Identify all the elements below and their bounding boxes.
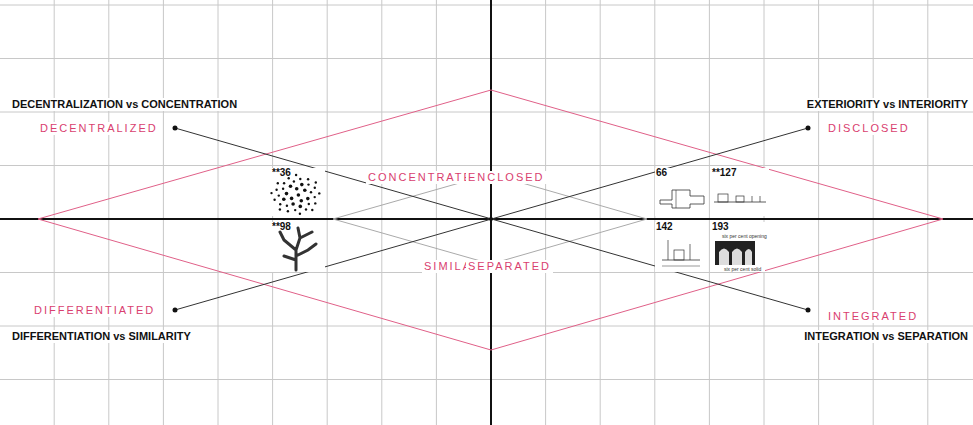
pattern-number: **98 [272,222,291,232]
pattern-number: **127 [712,168,736,178]
pattern-number: 66 [656,168,667,178]
thumbnail-142 [655,222,707,272]
outer-diamond [38,90,943,350]
pole-label: ENCLOSED [466,171,547,184]
pole-label: DISCLOSED [826,122,912,135]
pole-label: DIFFERENTIATED [32,304,157,317]
end-dot [173,126,178,131]
thumbnail-127 [711,168,769,216]
pole-label: SEPARATED [466,260,553,273]
scale-line [175,128,808,310]
end-dot [806,308,811,313]
axis-title: INTEGRATION vs SEPARATION [802,330,970,343]
end-dot [806,126,811,131]
scale-line [175,128,808,310]
thumbnail-98 [271,222,325,272]
center-dot [489,217,493,221]
pattern-number: 142 [656,222,673,232]
thumbnail-note: six per cent solid [724,267,761,272]
thumbnail-36 [270,168,325,216]
thumbnail-193 [711,222,765,272]
pattern-number: **36 [272,168,291,178]
axis-title: DIFFERENTIATION vs SIMILARITY [10,330,193,343]
thumbnail-66 [655,168,707,216]
thumbnail-note: six per cent opening [722,234,767,239]
axis-title: EXTERIORITY vs INTERIORITY [805,98,970,111]
pattern-number: 193 [712,222,729,232]
pole-label: DECENTRALIZED [38,122,160,135]
end-dot [173,308,178,313]
pole-label: INTEGRATED [826,310,920,323]
axis-title: DECENTRALIZATION vs CONCENTRATION [10,98,239,111]
horizontal-axis [0,218,973,220]
vertical-axis [490,0,492,425]
